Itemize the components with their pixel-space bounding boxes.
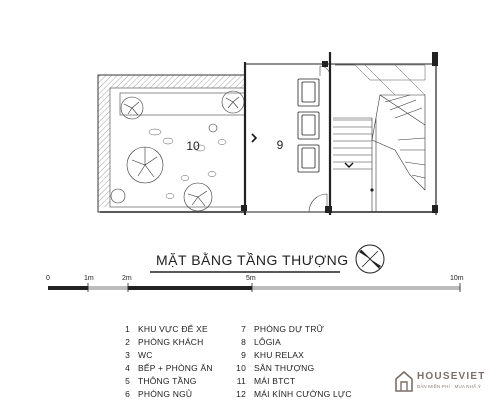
- logo-tagline: BẢN MIỀN PHÍ · MUA NHẤ Ý: [417, 384, 482, 389]
- direction-arrow-icon: [251, 133, 258, 143]
- scale-label-1m: 1m: [84, 275, 94, 282]
- tree-icon: [110, 90, 245, 212]
- plan-title: MẶT BẰNG TẦNG THƯỢNG: [156, 251, 349, 268]
- scale-label-2m: 2m: [122, 275, 132, 282]
- terrace-inner-parapet: [109, 87, 246, 208]
- scale-label-10m: 10m: [450, 275, 464, 282]
- terrace-zone: 10: [97, 74, 246, 213]
- relax-zone: 9: [241, 61, 332, 215]
- stepping-stones: [148, 128, 227, 199]
- scale-label-0: 0: [46, 275, 50, 282]
- stair-direction-icon: [344, 162, 354, 168]
- stair-zone: [328, 52, 438, 215]
- houseviet-logo: HOUSEVIET BẢN MIỀN PHÍ · MUA NHẤ Ý: [395, 367, 495, 401]
- house-logo-icon: [395, 370, 413, 392]
- lounge-chair-icon: [297, 78, 320, 173]
- planter-box: [119, 92, 246, 116]
- logo-brand: HOUSEVIET: [417, 371, 486, 382]
- scale-label-5m: 5m: [246, 275, 256, 282]
- room-label-relax: 9: [277, 138, 284, 152]
- scale-bar: 0 1m 2m 5m 10m: [46, 275, 464, 292]
- room-label-terrace: 10: [186, 139, 200, 153]
- compass-icon: [355, 244, 385, 274]
